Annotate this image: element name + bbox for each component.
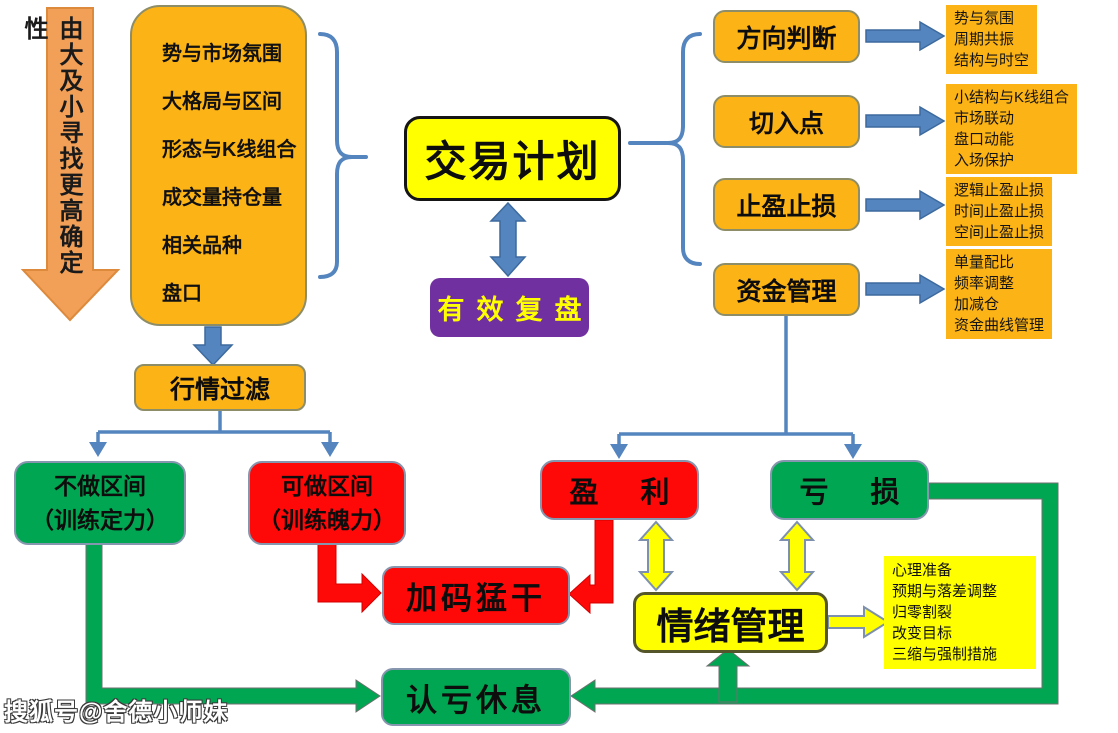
trading-plan-node: 交易计划 — [404, 116, 621, 201]
detail-line: 加减仓 — [954, 296, 1000, 313]
list-item: 相关品种 — [162, 235, 242, 257]
add-position-node: 加码猛干 — [382, 566, 570, 625]
detail-line: 心理准备 — [892, 562, 953, 579]
loss-arrowhead — [844, 444, 862, 459]
list-item: 大格局与区间 — [162, 91, 282, 113]
detail-line: 盘口动能 — [954, 131, 1015, 148]
stop-details: 逻辑止盈止损 时间止盈止损 空间止盈止损 — [946, 177, 1053, 246]
list-to-filter-arrow — [192, 326, 234, 367]
stop-arrow — [865, 189, 946, 221]
detail-line: 周期共振 — [954, 31, 1015, 48]
emotion-details-list: 心理准备 预期与落差调整 归零割裂 改变目标 三缩与强制措施 — [884, 556, 1036, 669]
money-split-line — [617, 315, 855, 444]
entry-arrow — [865, 105, 946, 137]
market-analysis-list: 势与市场氛围 大格局与区间 形态与K线组合 成交量持仓量 相关品种 盘口 — [130, 5, 307, 326]
profit-to-add-elbow — [568, 519, 614, 615]
loss-emotion-double-arrow — [778, 520, 816, 592]
zone-line: （训练魄力） — [258, 507, 396, 533]
detail-line: 改变目标 — [892, 625, 953, 642]
loss-node: 亏损 — [770, 460, 929, 520]
left-guide-text: 由大及小寻找更高确定性 — [20, 16, 82, 276]
detail-line: 单量配比 — [954, 254, 1015, 271]
zone-line: 可做区间 — [281, 473, 373, 499]
market-filter-node: 行情过滤 — [134, 364, 306, 411]
emotion-details-arrow — [827, 605, 890, 639]
detail-line: 入场保护 — [954, 152, 1015, 169]
direction-arrow — [865, 20, 946, 52]
detail-line: 三缩与强制措施 — [892, 646, 998, 663]
detail-line: 空间止盈止损 — [954, 224, 1045, 241]
direction-node: 方向判断 — [713, 10, 860, 63]
detail-line: 市场联动 — [954, 110, 1015, 127]
list-item: 形态与K线组合 — [162, 139, 297, 161]
list-item: 成交量持仓量 — [162, 187, 282, 209]
watermark: 搜狐号@舍德小师妹 — [4, 699, 229, 726]
list-item: 势与市场氛围 — [162, 43, 282, 65]
zone-line: （训练定力） — [31, 507, 169, 533]
list-item: 盘口 — [162, 283, 202, 305]
detail-line: 势与氛围 — [954, 10, 1015, 27]
notrade-to-rest-path — [85, 542, 381, 713]
entry-point-details: 小结构与K线组合 市场联动 盘口动能 入场保护 — [946, 84, 1078, 174]
detail-line: 频率调整 — [954, 275, 1015, 292]
review-label: 有效复盘 — [437, 295, 594, 325]
right-brace — [628, 32, 702, 266]
detail-line: 时间止盈止损 — [954, 203, 1045, 220]
rest-node: 认亏休息 — [381, 668, 571, 726]
zone-line: 不做区间 — [54, 473, 146, 499]
detail-line: 资金曲线管理 — [954, 317, 1045, 334]
left-brace — [318, 32, 368, 279]
direction-details: 势与氛围 周期共振 结构与时空 — [946, 5, 1038, 74]
tradable-to-add-elbow — [317, 539, 382, 614]
loss-label: 亏损 — [799, 477, 942, 509]
filter-right-arrowhead — [321, 442, 339, 457]
profit-node: 盈利 — [540, 460, 699, 520]
filter-left-arrowhead — [89, 442, 107, 457]
plan-review-double-arrow — [489, 201, 527, 278]
rest-line-to-emotion-arrow — [705, 648, 751, 703]
review-node: 有效复盘 — [430, 278, 589, 337]
profit-emotion-double-arrow — [637, 520, 675, 592]
detail-line: 逻辑止盈止损 — [954, 182, 1045, 199]
money-arrow — [865, 273, 946, 305]
detail-line: 小结构与K线组合 — [954, 89, 1070, 106]
profit-label: 盈利 — [569, 477, 712, 509]
profit-arrowhead — [610, 444, 628, 459]
entry-point-node: 切入点 — [713, 95, 860, 148]
detail-line: 结构与时空 — [954, 52, 1030, 69]
loss-to-rest-path — [570, 482, 1059, 713]
no-trade-zone-node: 不做区间 （训练定力） — [14, 461, 186, 545]
money-details: 单量配比 频率调整 加减仓 资金曲线管理 — [946, 249, 1053, 339]
left-guide-arrow — [20, 7, 121, 322]
stop-profit-loss-node: 止盈止损 — [713, 178, 860, 231]
filter-split-line — [96, 411, 332, 442]
detail-line: 归零割裂 — [892, 604, 953, 621]
tradable-zone-node: 可做区间 （训练魄力） — [248, 461, 406, 545]
detail-line: 预期与落差调整 — [892, 583, 998, 600]
emotion-management-node: 情绪管理 — [633, 592, 828, 653]
money-management-node: 资金管理 — [713, 263, 860, 316]
